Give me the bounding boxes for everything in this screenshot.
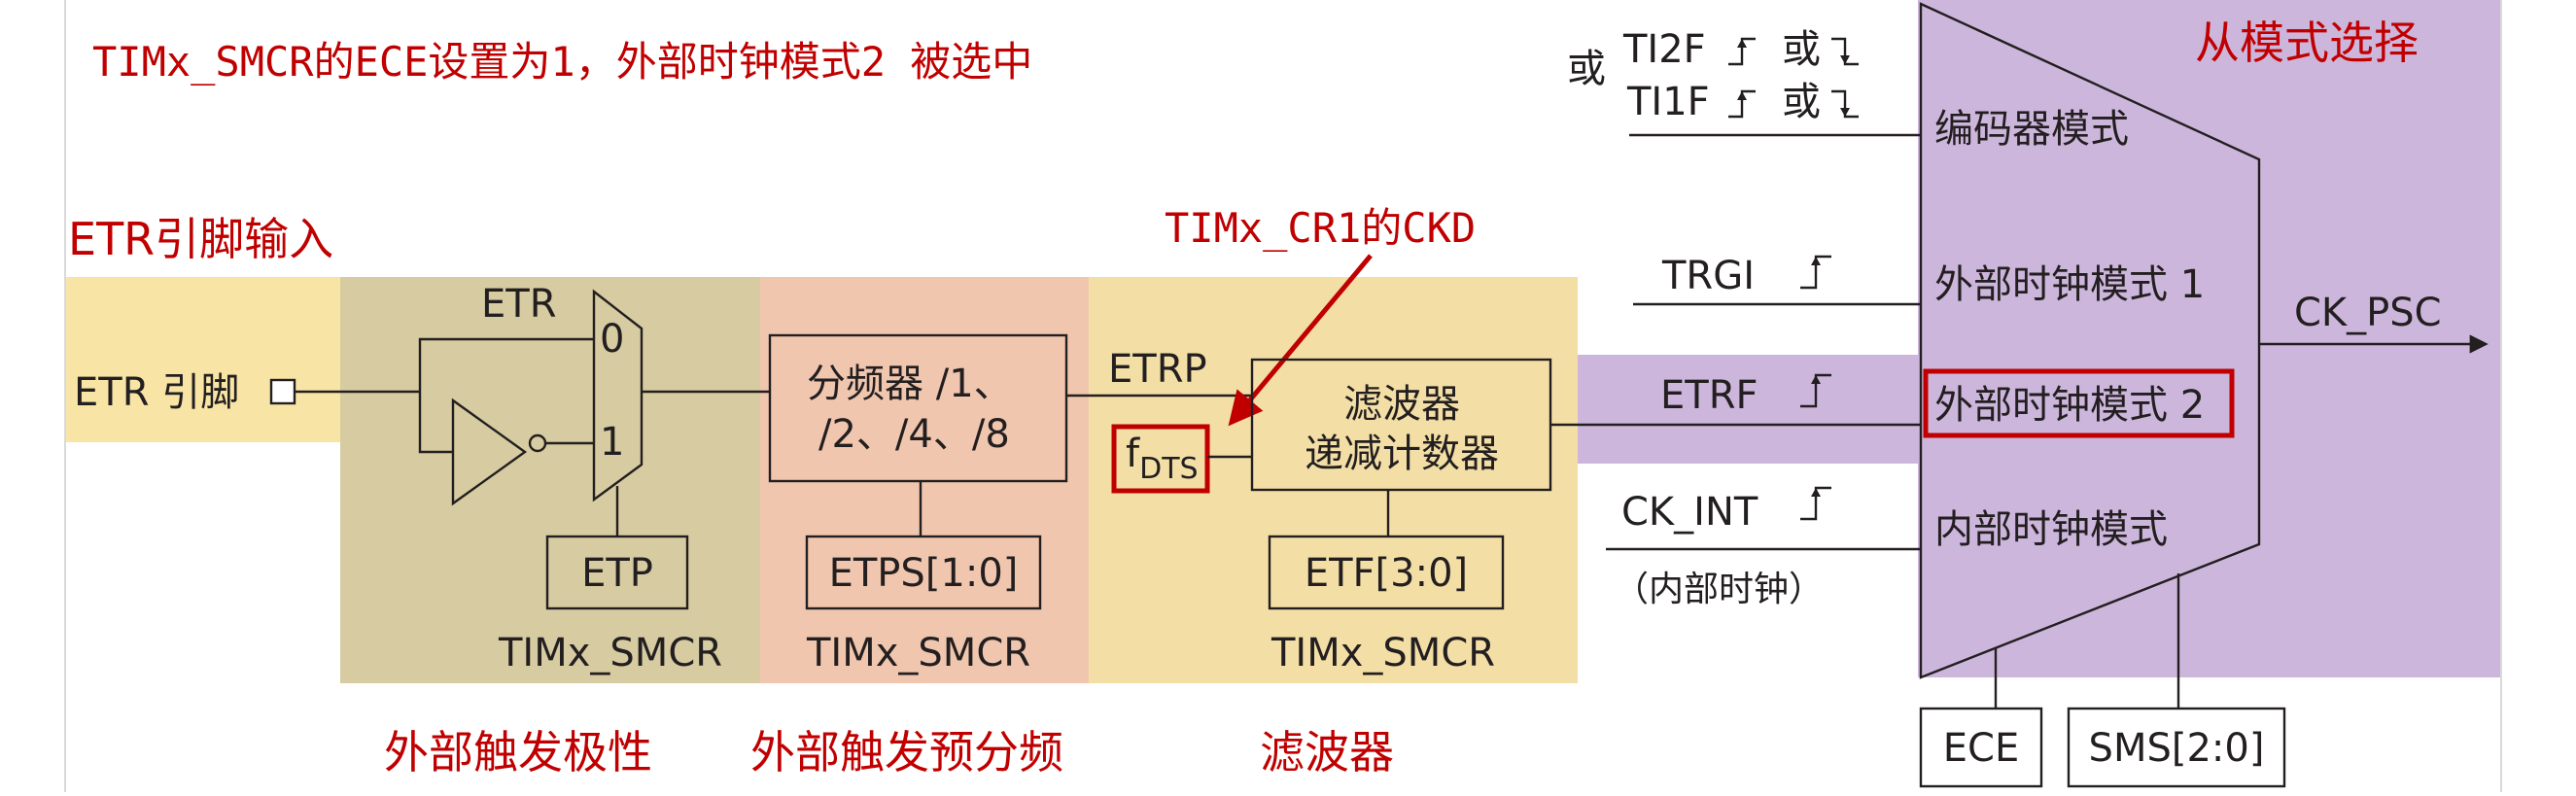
- etps-label: ETPS[1:0]: [829, 551, 1019, 596]
- trgi-label: TRGI: [1661, 254, 1755, 298]
- etr-input-zone: [66, 277, 340, 442]
- inverter-triangle: [451, 398, 528, 506]
- ckd-arrow: [1228, 254, 1373, 427]
- ti2f-label: TI2F: [1622, 27, 1706, 72]
- mux-input-1: 1: [600, 420, 624, 465]
- or-ti2f-label: 或: [1782, 27, 1821, 72]
- mux-input-0: 0: [600, 317, 624, 362]
- internal-clock-mode-label: 内部时钟模式: [1934, 507, 2168, 552]
- trgi-edge-arrow: [1811, 257, 1821, 265]
- sms-box: [2067, 707, 2286, 788]
- ti2f-rising-arrow: [1737, 39, 1747, 48]
- etp-label: ETP: [581, 551, 653, 596]
- internal-clock-note: （内部时钟）: [1614, 570, 1824, 609]
- slave-mode-zone: [1918, 0, 2500, 677]
- cr1-ckd-label: TIMx_CR1的CKD: [1165, 204, 1476, 252]
- prescaler-label-1: 分频器 /1、: [807, 362, 1013, 406]
- ck-int-label: CK_INT: [1621, 490, 1758, 535]
- ti1f-falling-arrow: [1840, 108, 1850, 117]
- ece-label: ECE: [1943, 726, 2019, 771]
- caption-prescaler: 外部触发预分频: [750, 726, 1063, 779]
- polarity-zone: [340, 277, 760, 683]
- ti2f-rising-edge-icon: [1728, 37, 1756, 66]
- caption-filter: 滤波器: [1260, 726, 1394, 779]
- page-edge-left: [64, 0, 66, 792]
- ext-clock-mode2-label: 外部时钟模式 2: [1934, 383, 2205, 428]
- smcr-label-3: TIMx_SMCR: [1271, 631, 1495, 675]
- etrf-edge-arrow: [1811, 375, 1821, 384]
- filter-zone: [1089, 277, 1578, 683]
- wire-to-mux0: [418, 337, 594, 392]
- ext-clock-mode1-label: 外部时钟模式 1: [1934, 262, 2205, 307]
- etr-pin-label: ETR 引脚: [74, 370, 239, 415]
- filter-label-1: 滤波器: [1343, 382, 1460, 427]
- or-ti1f-label: 或: [1782, 80, 1821, 124]
- ti1f-falling-edge-icon: [1831, 89, 1859, 119]
- smcr-label-1: TIMx_SMCR: [498, 631, 722, 675]
- etf-box: [1268, 535, 1505, 610]
- prescaler-label-2: /2、/4、/8: [818, 412, 1010, 457]
- ck-int-edge-icon: [1800, 486, 1831, 521]
- etr-pin-square: [269, 378, 296, 405]
- fdts-highlight-box: [1111, 424, 1210, 494]
- slave-mode-select-label: 从模式选择: [2195, 17, 2419, 69]
- ti2f-falling-arrow: [1840, 55, 1850, 64]
- encoder-mode-label: 编码器模式: [1934, 107, 2129, 152]
- ck-psc-label: CK_PSC: [2294, 291, 2442, 335]
- or-left-label: 或: [1567, 47, 1606, 91]
- filter-label-2: 递减计数器: [1305, 432, 1499, 476]
- ck-int-edge-arrow: [1811, 488, 1821, 497]
- etr-label: ETR: [481, 282, 557, 327]
- etp-mux: [592, 289, 644, 502]
- page-edge-right: [2500, 0, 2502, 792]
- fdts-sub: DTS: [1139, 452, 1198, 486]
- caption-polarity: 外部触发极性: [384, 726, 652, 779]
- ti2f-falling-edge-icon: [1831, 37, 1859, 66]
- sms-label: SMS[2:0]: [2089, 726, 2265, 771]
- ti1f-label: TI1F: [1626, 80, 1710, 124]
- ti1f-rising-arrow: [1737, 91, 1747, 100]
- etp-box: [545, 535, 689, 610]
- slave-mode-mux: [1919, 2, 2261, 679]
- prescaler-box: [768, 333, 1068, 483]
- ext-clock-mode2-highlight-box: [1923, 368, 2235, 438]
- etps-box: [805, 535, 1042, 610]
- etrp-label: ETRP: [1108, 347, 1207, 392]
- fdts-label: fDTS: [1126, 432, 1199, 486]
- etr-pin-input-label: ETR引脚输入: [68, 213, 333, 265]
- smcr-label-2: TIMx_SMCR: [806, 631, 1030, 675]
- etf-label: ETF[3:0]: [1305, 551, 1468, 596]
- page-title: TIMx_SMCR的ECE设置为1，外部时钟模式2 被选中: [92, 38, 1032, 86]
- etrf-band: [1578, 355, 1918, 464]
- ece-box: [1919, 707, 2043, 788]
- ti1f-rising-edge-icon: [1728, 89, 1756, 119]
- fdts-f: f: [1126, 432, 1140, 476]
- trgi-edge-icon: [1800, 255, 1831, 290]
- wire-to-inverter: [418, 392, 453, 454]
- etrf-label: ETRF: [1660, 373, 1758, 418]
- etrf-edge-icon: [1800, 373, 1831, 408]
